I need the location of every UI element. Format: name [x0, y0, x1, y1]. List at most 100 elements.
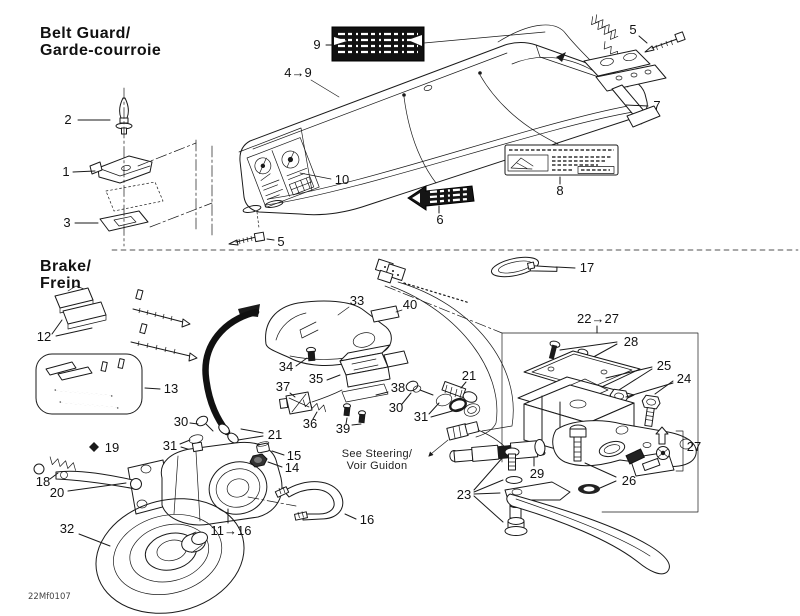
leader-23c	[473, 492, 501, 495]
leader-30a	[189, 422, 199, 425]
clevis-parts-27	[625, 426, 684, 472]
callout-33: 33	[350, 293, 364, 308]
belt-guard-title-en: Belt Guard/	[40, 25, 131, 42]
callout-5b: 5	[277, 234, 284, 249]
plate-40	[370, 305, 400, 323]
wiring-connector	[374, 258, 406, 284]
callout-16: 16	[360, 512, 374, 527]
leader-6-curve	[403, 96, 437, 184]
callout-9: 9	[313, 37, 320, 52]
see-steering-line1: See Steering/	[342, 448, 413, 460]
callout-11-16: 11→16	[211, 523, 252, 538]
leader-21a2	[237, 435, 264, 441]
leader-33	[337, 306, 350, 316]
leader-21a1	[240, 428, 264, 434]
callout-25: 25	[657, 358, 671, 373]
callout-17: 17	[580, 260, 594, 275]
callout-40: 40	[403, 297, 417, 312]
callout-31a: 31	[163, 438, 177, 453]
leader-35	[326, 374, 341, 381]
callout-28: 28	[624, 334, 638, 349]
diagram-code: 22Mf0107	[28, 592, 71, 602]
pad-bolts	[130, 289, 198, 362]
callout-14: 14	[285, 460, 299, 475]
callout-34: 34	[279, 359, 293, 374]
leader-12b	[55, 327, 93, 337]
pivot-bolt-26	[569, 424, 600, 494]
leader-31a1	[179, 439, 191, 445]
brake-section: Brake/ Frein 17	[33, 256, 701, 614]
leader-12a	[51, 319, 63, 335]
callout-36: 36	[303, 416, 317, 431]
screw-5-bottom	[228, 211, 266, 246]
leader-15	[271, 450, 285, 456]
diamond-19	[89, 442, 99, 452]
callout-22-27: 22→27	[577, 311, 619, 326]
callout-12: 12	[37, 329, 51, 344]
callout-18: 18	[36, 474, 50, 489]
callout-5a: 5	[629, 22, 636, 37]
leader-21b	[460, 381, 467, 389]
callout-10: 10	[335, 172, 349, 187]
belt-guard-title-fr: Garde-courroie	[40, 42, 161, 59]
piston-rod	[449, 439, 546, 463]
callout-35: 35	[309, 371, 323, 386]
leader-20	[67, 482, 127, 492]
cable-tie-17	[490, 256, 558, 278]
leader-23b	[473, 479, 504, 493]
callout-29: 29	[530, 466, 544, 481]
warning-decal-9	[331, 26, 425, 62]
see-steering-line2: Voir Guidon	[347, 460, 408, 472]
callout-30b: 30	[389, 400, 403, 415]
callout-13: 13	[164, 381, 178, 396]
pivot-stack-23	[504, 447, 571, 536]
nut-14	[249, 453, 268, 468]
leader-5b	[266, 238, 275, 241]
leader-30b	[401, 392, 412, 405]
callout-2: 2	[64, 112, 71, 127]
leader-39b	[351, 423, 362, 426]
brake-disc-32	[95, 498, 245, 614]
latch-bracket-7	[497, 24, 667, 128]
callout-26: 26	[622, 473, 636, 488]
arrow-decal-6	[407, 185, 475, 211]
brake-title-fr: Frein	[40, 275, 81, 292]
leader-40	[395, 309, 403, 313]
leader-31b2	[430, 407, 464, 418]
callout-39: 39	[336, 421, 350, 436]
spring-36	[303, 399, 327, 413]
brake-lever	[506, 493, 670, 575]
callout-24: 24	[677, 371, 691, 386]
callout-1: 1	[62, 164, 69, 179]
gasket-38	[341, 383, 389, 403]
alignment-lines	[123, 87, 213, 247]
callout-30a: 30	[174, 414, 188, 429]
callout-8: 8	[556, 183, 563, 198]
callout-23: 23	[457, 487, 471, 502]
callout-6: 6	[436, 212, 443, 227]
latch-bracket-1	[89, 155, 153, 184]
instruction-label-8	[504, 144, 619, 176]
leader-5a	[638, 35, 648, 44]
belt-guard-panel	[238, 42, 648, 216]
leader-23d	[473, 495, 504, 523]
screws-39	[343, 403, 366, 424]
leader-17	[555, 266, 576, 269]
callout-27: 27	[687, 439, 701, 454]
leader-36	[312, 411, 318, 420]
leader-24b	[625, 382, 674, 398]
brake-pads-12	[54, 285, 107, 330]
gasket-outline-dotted	[105, 181, 164, 212]
callout-20: 20	[50, 485, 64, 500]
leader-39a	[345, 417, 348, 425]
pipe-16	[274, 481, 344, 521]
leader-24a	[654, 380, 674, 395]
leader-32	[78, 533, 111, 547]
leader-38	[375, 391, 389, 396]
group-box-22-27	[501, 332, 699, 513]
callout-38: 38	[391, 380, 405, 395]
callout-21b: 21	[462, 368, 476, 383]
leader-18	[49, 472, 59, 480]
